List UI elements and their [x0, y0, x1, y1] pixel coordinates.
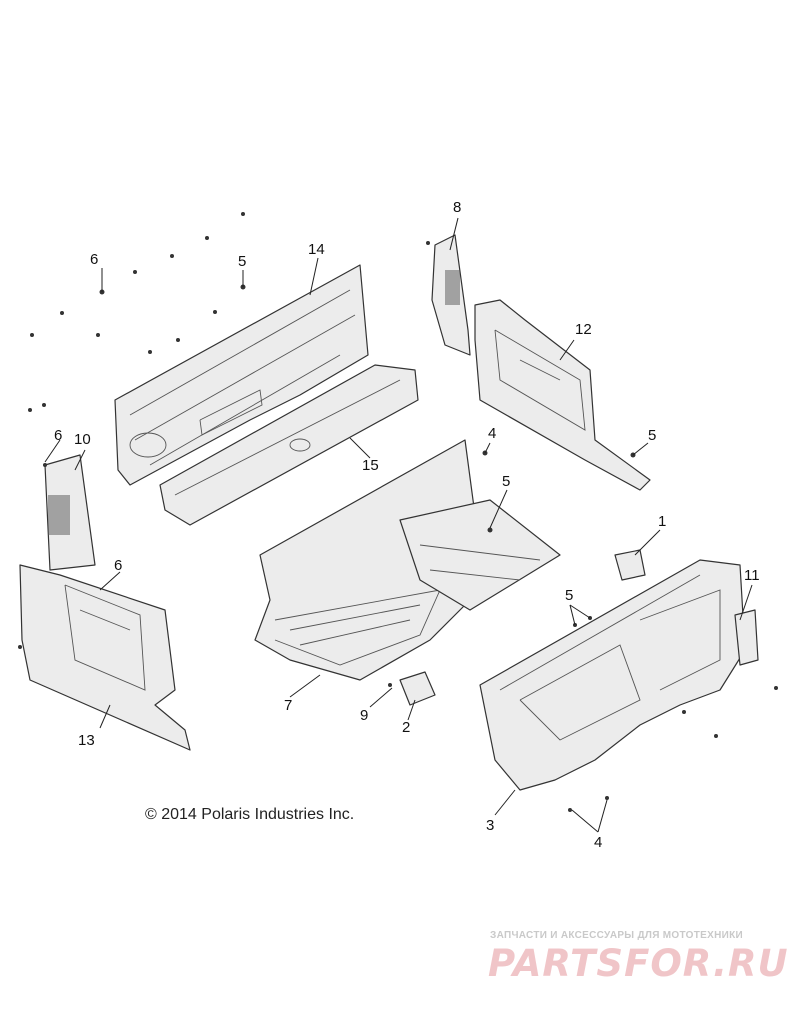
- callout-8: 8: [453, 199, 462, 216]
- part-1-clip: [614, 549, 646, 581]
- callout-5-lower: 5: [565, 587, 574, 604]
- callout-15: 15: [362, 457, 379, 474]
- callout-12: 12: [575, 321, 592, 338]
- part-11-bracket: [734, 609, 759, 666]
- fasteners: [18, 212, 778, 812]
- callout-10: 10: [74, 431, 91, 448]
- callout-14: 14: [308, 241, 325, 258]
- watermark-brand: PARTSFOR.RU: [488, 942, 789, 985]
- callout-3: 3: [486, 817, 495, 834]
- part-3-rear-bulkhead: [479, 559, 746, 791]
- callout-11: 11: [744, 567, 760, 584]
- part-13-left-side-panel: [19, 564, 191, 751]
- callout-6-mid: 6: [54, 427, 63, 444]
- callout-7: 7: [284, 697, 293, 714]
- part-10-side-trim: [44, 454, 96, 571]
- callout-5-center: 5: [502, 473, 511, 490]
- watermark-tagline: ЗАПЧАСТИ И АКСЕССУАРЫ ДЛЯ МОТОТЕХНИКИ: [490, 930, 743, 941]
- callout-13: 13: [78, 732, 95, 749]
- callout-9: 9: [360, 707, 369, 724]
- part-15-cross-beam: [159, 364, 419, 526]
- part-2-bracket: [399, 671, 436, 706]
- callout-5-top: 5: [238, 253, 247, 270]
- callout-1: 1: [658, 513, 667, 530]
- part-14-panel: [114, 264, 369, 486]
- callout-5-right: 5: [648, 427, 657, 444]
- callout-6-low: 6: [114, 557, 123, 574]
- callout-4-lower: 4: [594, 834, 603, 851]
- part-8-bracket: [431, 234, 471, 356]
- part-7-floor-tub: [254, 439, 476, 681]
- callout-4-upper: 4: [488, 425, 497, 442]
- copyright-notice: © 2014 Polaris Industries Inc.: [145, 806, 355, 823]
- leader-lines: [44, 217, 753, 833]
- part-12-right-side-panel: [474, 299, 651, 491]
- part-tray: [399, 499, 561, 611]
- callout-2: 2: [402, 719, 411, 736]
- callout-6-top: 6: [90, 251, 99, 268]
